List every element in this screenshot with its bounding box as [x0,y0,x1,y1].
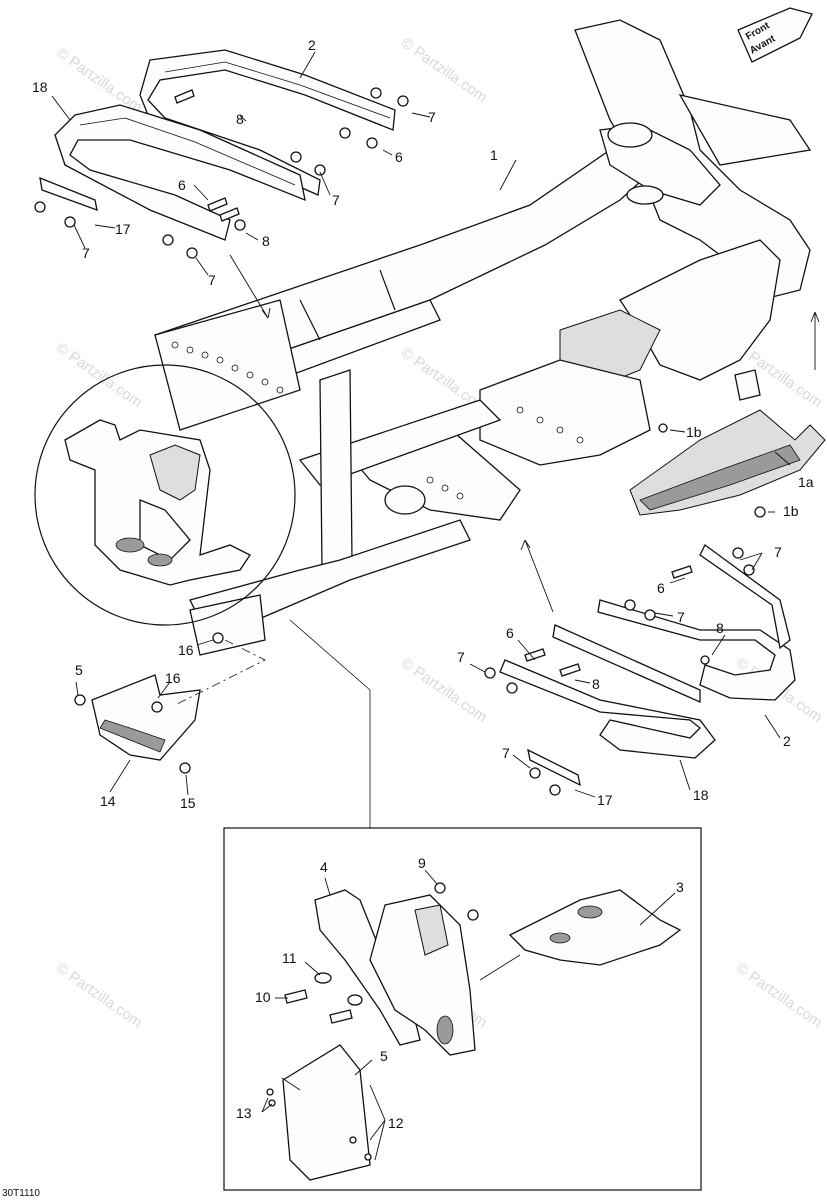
inset-detail-box [223,827,702,1191]
callout-16-a: 16 [178,642,194,658]
fasteners-top [34,87,409,259]
leader-lines [51,51,820,1161]
callout-6-b: 6 [178,177,186,193]
callout-7-b: 7 [332,192,340,208]
bracket-17-top [39,176,98,212]
bumper-2-bottom [597,544,796,701]
callout-8-d: 8 [592,676,600,692]
watermark-text: © Partzilla.com [398,34,491,106]
fasteners-bottom [484,547,755,796]
drawing-code: 30T1110 [2,1188,40,1199]
callout-1a: 1a [798,474,814,490]
callout-5-left: 5 [75,662,83,678]
callout-6-d: 6 [506,625,514,641]
callout-6-c: 6 [657,580,665,596]
bolt-1b-bottom [754,506,766,518]
callout-7-h: 7 [502,745,510,761]
bracket-17-bottom [527,748,581,787]
watermark-text: © Partzilla.com [53,959,146,1031]
callout-7-a: 7 [428,109,436,125]
skid-plate-1a [629,369,826,516]
frame-holes [171,341,584,500]
callout-1b-bottom: 1b [783,503,799,519]
callout-5-inset: 5 [380,1048,388,1064]
callout-9: 9 [418,855,426,871]
main-frame [153,19,812,656]
front-direction-arrow: Front Avant [737,7,813,63]
callout-18-bottom: 18 [693,787,709,803]
callout-labels: 1 2 18 7 8 6 6 7 17 8 7 7 1b 1a 1b 7 6 7… [32,37,814,1131]
callout-6-a: 6 [395,149,403,165]
callout-17-bottom: 17 [597,792,613,808]
callout-14: 14 [100,793,116,809]
callout-8-a: 8 [236,111,244,127]
detail-circle [34,364,296,626]
callout-7-c: 7 [82,245,90,261]
callout-16-b: 16 [165,670,181,686]
watermark-text: © Partzilla.com [53,339,146,411]
bumper-18-top [54,104,306,241]
callout-18-top: 18 [32,79,48,95]
callout-11: 11 [282,950,297,966]
bumper-18-bottom [499,624,716,759]
callout-8-b: 8 [262,233,270,249]
bolt-1b-top [658,423,668,433]
callout-3: 3 [676,879,684,895]
watermark-text: © Partzilla.com [398,654,491,726]
callout-2-bottom: 2 [783,733,791,749]
callout-10: 10 [255,989,271,1005]
callout-7-e: 7 [774,544,782,560]
callout-7-d: 7 [208,272,216,288]
callout-13: 13 [236,1105,252,1121]
dashdot-line-16 [174,639,267,706]
watermark-text: © Partzilla.com [733,959,826,1031]
callout-7-f: 7 [677,609,685,625]
callout-7-g: 7 [457,649,465,665]
callout-8-c: 8 [716,620,724,636]
callout-4: 4 [320,859,328,875]
centerline [289,619,371,828]
callout-17-top: 17 [115,221,131,237]
callout-1b-top: 1b [686,424,702,440]
callout-15: 15 [180,795,196,811]
watermark-text: © Partzilla.com [53,44,146,116]
callout-2-top: 2 [308,37,316,53]
callout-12: 12 [388,1115,404,1131]
callout-1: 1 [490,147,498,163]
bracket-14 [74,632,224,774]
